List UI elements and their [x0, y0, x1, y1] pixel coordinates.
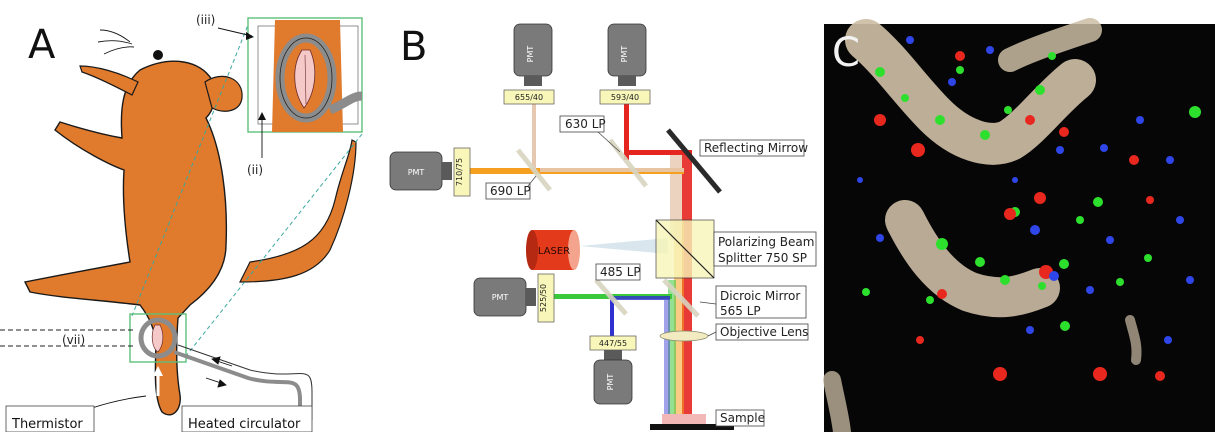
tail-base-incision: [151, 324, 164, 353]
thermistor-probe-tip: [153, 366, 163, 376]
label-630lp-leader: [597, 131, 621, 153]
thermistor-pointer: [91, 395, 147, 409]
label-reflecting-mirror: Reflecting Mirrow: [704, 141, 808, 155]
beam-orange-vertical: [674, 220, 684, 420]
label-630lp-box: [559, 115, 605, 133]
heated-circulator-box: [181, 405, 313, 433]
callout-iii-arrowhead: [246, 32, 254, 40]
flow-arrows: [205, 356, 233, 388]
label-485lp-box: [595, 263, 641, 281]
filter-593: [599, 89, 651, 105]
callout-iii-label: (iii): [196, 13, 215, 27]
circulator-tube-2: [177, 344, 313, 420]
mouse-tail: [239, 139, 357, 283]
stage: [650, 424, 734, 430]
pmt-top-655: PMT: [513, 23, 553, 86]
pmt-left-525: PMT: [473, 277, 536, 317]
laser-label: LASER: [538, 246, 570, 257]
callout-ii-label: (ii): [247, 163, 263, 177]
label-pbs-line2: Splitter 750 SP: [718, 251, 807, 265]
label-630lp: 630 LP: [565, 117, 606, 131]
beam-green-vertical: [668, 280, 676, 420]
pmt-bottom-447-label: PMT: [606, 374, 615, 391]
reflecting-mirror: [666, 128, 722, 194]
pmt-left-525-label: PMT: [492, 293, 509, 302]
mirror-630lp: [608, 138, 648, 188]
beam-red-horizontal: [624, 150, 692, 155]
beam-red-to-pmt593: [624, 100, 629, 160]
panel-b: B PMT 655/40 P: [389, 23, 817, 430]
label-dichroic-line1: Dicroic Mirror: [720, 289, 800, 303]
beam-beige-to-pmt655: [532, 100, 536, 170]
mouse-whiskers: [97, 29, 135, 55]
objective-lens: [659, 330, 709, 342]
label-pbs-box: [713, 231, 817, 267]
sample: [662, 414, 706, 424]
beam-splitter-diagonal: [655, 219, 715, 279]
filter-525-label: 525/50: [539, 284, 548, 312]
filter-525: [537, 273, 555, 323]
label-dichroic-box: [715, 285, 807, 319]
label-reflecting-mirror-box: [699, 139, 805, 157]
filter-655-label: 655/40: [515, 93, 543, 102]
cells-red: [874, 51, 1165, 381]
label-690lp-leader: [527, 175, 537, 187]
panel-c-letter: C: [832, 30, 860, 76]
mouse-eye: [153, 50, 163, 60]
mouse-front-paw: [79, 65, 139, 96]
zoom-line-2: [185, 133, 363, 357]
label-690lp-box: [485, 182, 531, 200]
label-pbs-line1: Polarizing Beam: [718, 235, 814, 249]
pmt-left-710: PMT: [389, 151, 452, 191]
filter-710-label: 710/75: [455, 158, 464, 186]
panel-a-letter: A: [28, 22, 56, 68]
tissue-vessels: [823, 18, 1142, 436]
pmt-top-593-label: PMT: [620, 46, 629, 63]
cells-blue: [857, 36, 1194, 344]
label-sample-box: [715, 409, 765, 427]
beam-blue-horizontal: [610, 296, 670, 300]
pmt-top-655-label: PMT: [526, 46, 535, 63]
label-dichroic-leader: [699, 301, 717, 305]
tail-base-box: [129, 313, 187, 363]
panel-c: C: [823, 18, 1215, 436]
pmt-top-593: PMT: [607, 23, 647, 86]
callout-vii-label: (vii): [62, 333, 85, 347]
thermistor-label: Thermistor: [11, 417, 83, 432]
filter-447-label: 447/55: [599, 339, 627, 348]
mouse-ear: [204, 75, 243, 112]
panel-b-letter: B: [400, 24, 427, 70]
label-objective-leader: [707, 331, 717, 337]
beam-blue-vertical-pmt: [610, 296, 614, 340]
mirror-dicroic-565: [662, 278, 700, 318]
beam-beige-horizontal: [540, 168, 684, 172]
laser-beam: [580, 238, 668, 254]
filter-655: [503, 89, 555, 105]
panel-a: A (iii): [0, 13, 363, 433]
callout-ii-arrowhead: [258, 112, 266, 120]
inset-zoom: [247, 17, 363, 133]
thermistor-box: [5, 405, 95, 433]
beam-red-vertical: [682, 150, 692, 420]
mirror-485lp: [594, 278, 628, 316]
beam-blue-vertical: [664, 300, 670, 420]
label-objective: Objective Lens: [720, 325, 808, 339]
pmt-left-710-label: PMT: [408, 168, 425, 177]
filter-593-label: 593/40: [611, 93, 639, 102]
mirror-690lp: [516, 148, 552, 192]
label-dichroic-line2: 565 LP: [720, 304, 761, 318]
label-690lp: 690 LP: [490, 184, 531, 198]
filter-710: [453, 147, 471, 197]
label-485lp: 485 LP: [600, 265, 641, 279]
pmt-bottom-447: PMT: [593, 350, 633, 405]
circulator-tube-1: [173, 350, 302, 420]
laser-source: LASER: [526, 230, 580, 270]
label-sample: Sample: [720, 411, 765, 425]
tail-cuff: [138, 317, 178, 359]
heated-circulator-label: Heated circulator: [188, 417, 301, 432]
